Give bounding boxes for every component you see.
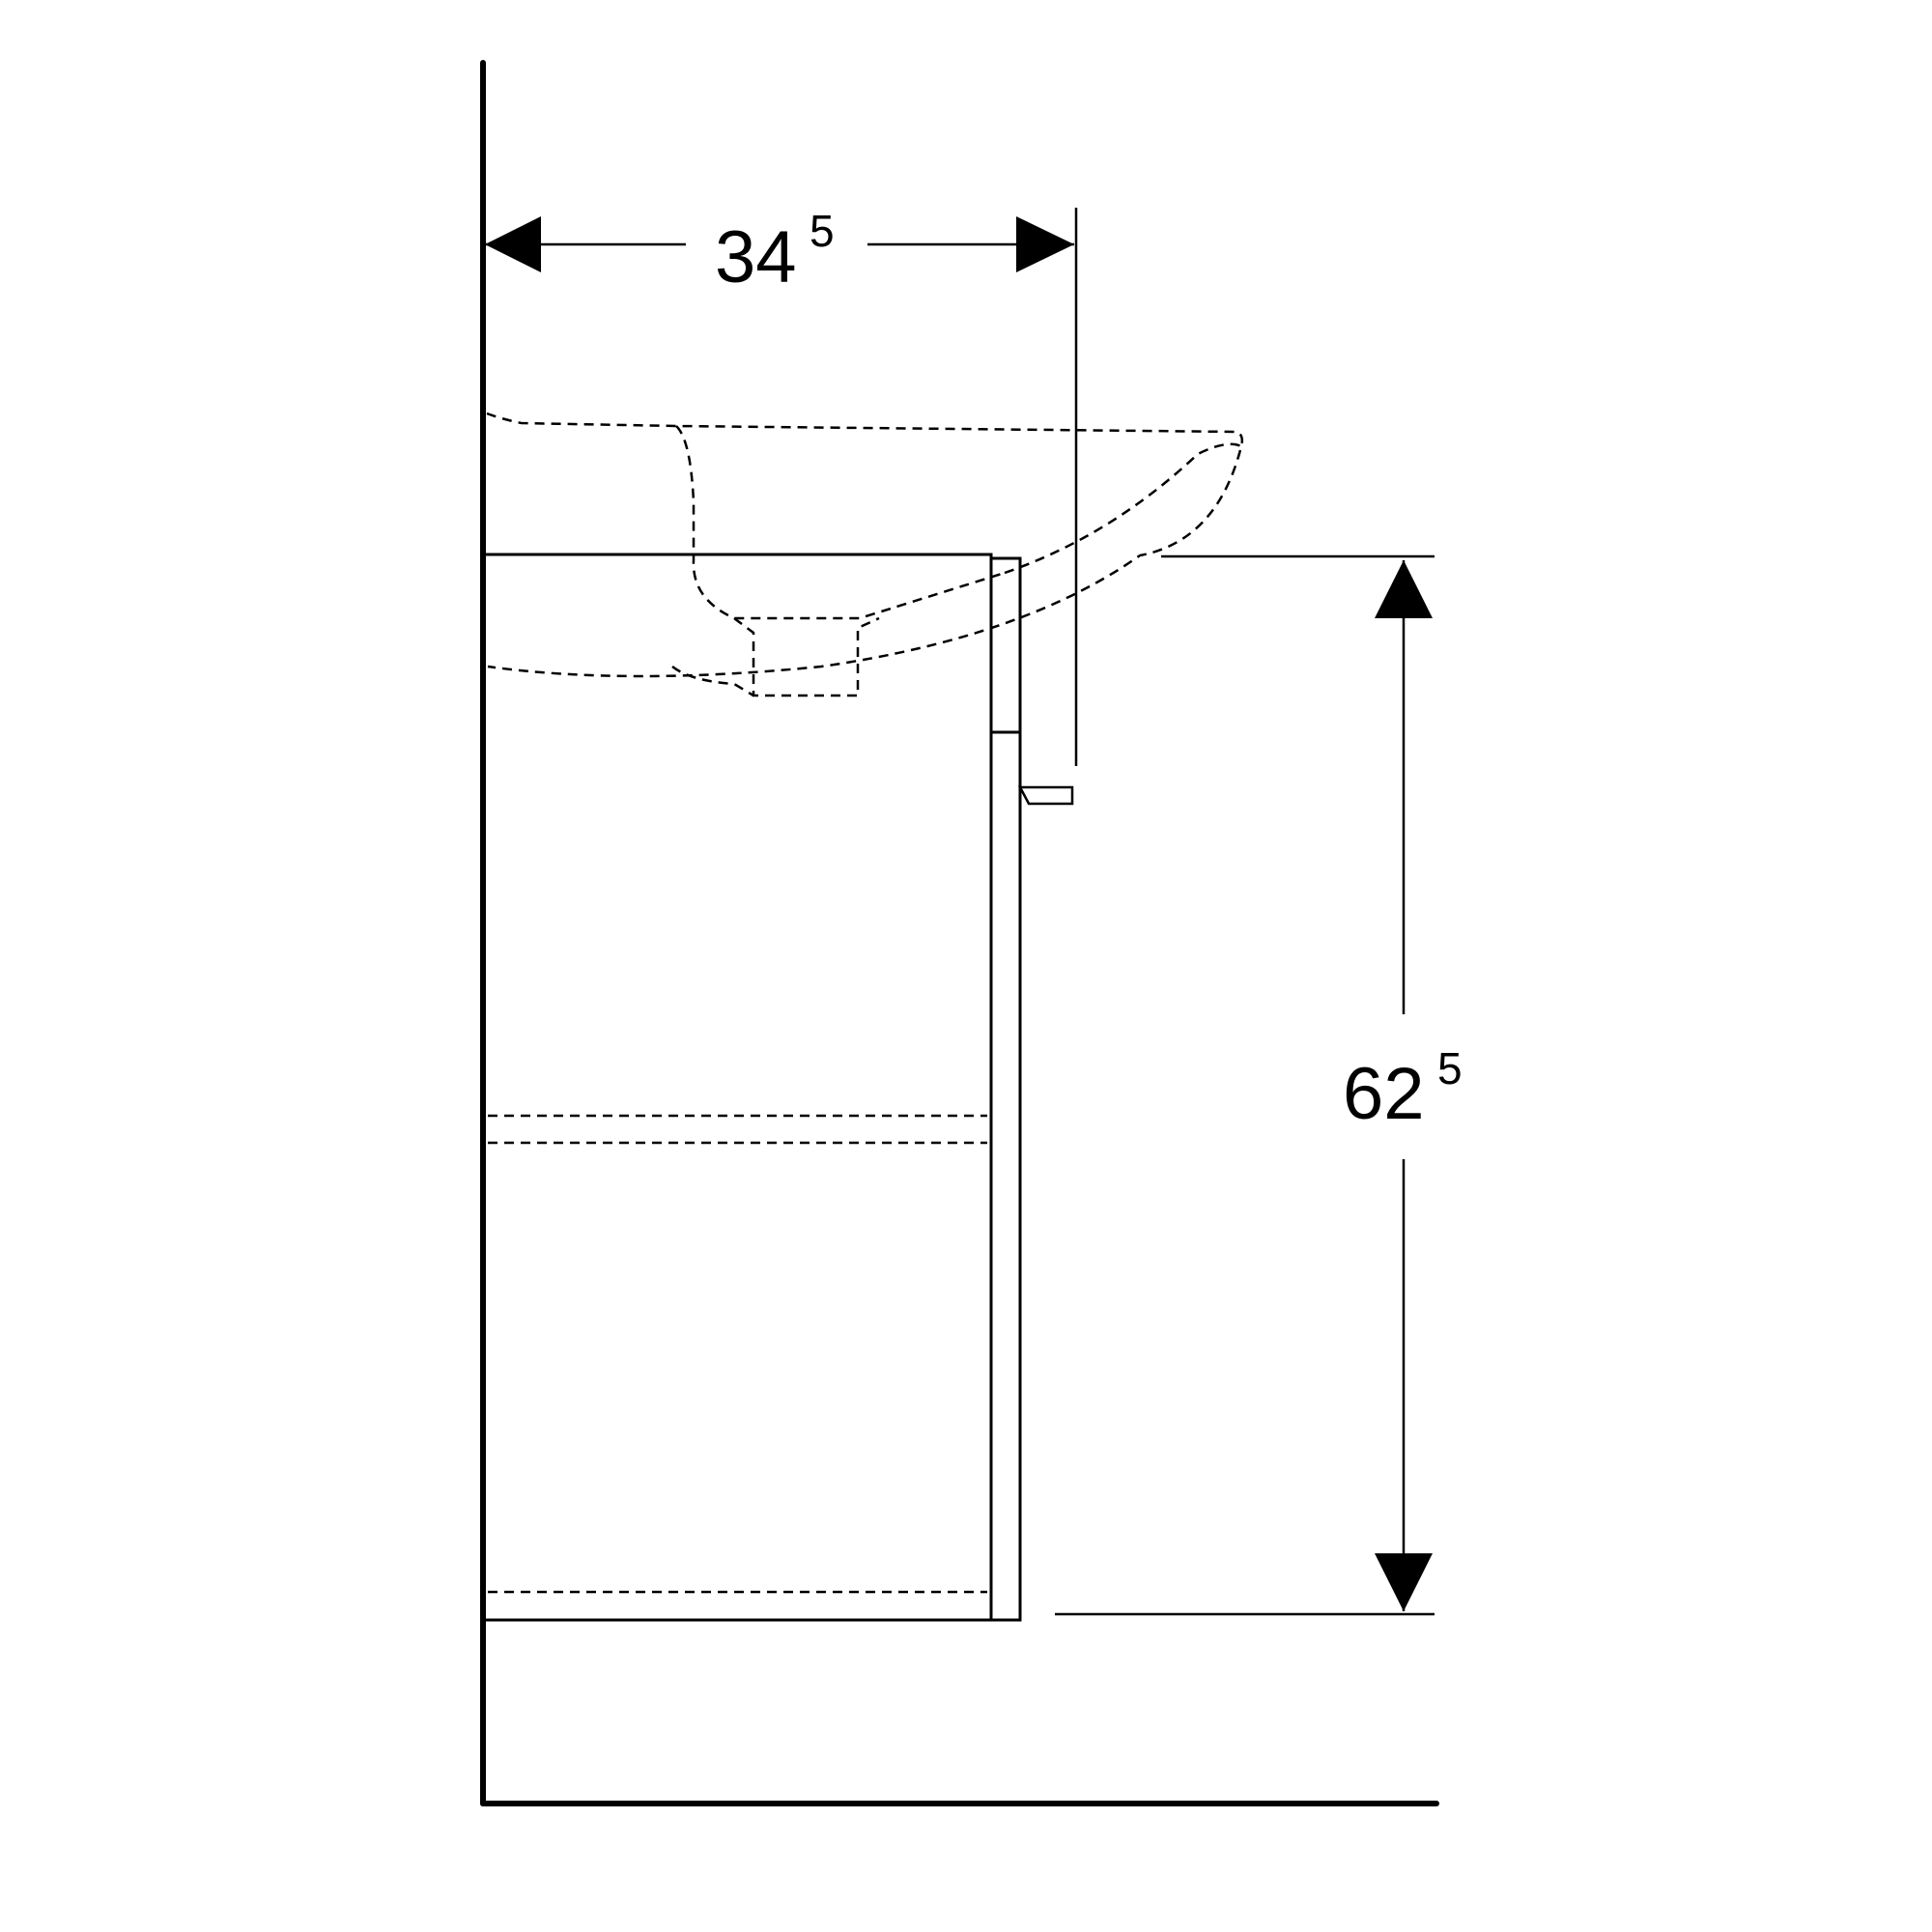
height-dimension-superscript: 5 — [1437, 1043, 1463, 1094]
drain-siphon-lower — [671, 666, 754, 697]
height-arrow-top — [1375, 560, 1433, 618]
height-arrow-bottom — [1375, 1553, 1433, 1611]
handle — [1017, 785, 1074, 806]
drain-siphon — [733, 616, 880, 697]
cabinet-body — [483, 553, 993, 1622]
washbasin-outline — [486, 412, 1244, 678]
washbasin-bowl-outline — [675, 425, 1006, 620]
depth-dimension-value: 34 — [715, 216, 797, 298]
washbasin-inner-rim — [1004, 442, 1242, 575]
depth-arrow-right — [1016, 216, 1074, 272]
depth-dimension-superscript: 5 — [810, 206, 835, 256]
depth-arrow-left — [485, 216, 541, 272]
height-dimension-value: 62 — [1343, 1053, 1425, 1135]
cabinet-front-panel — [989, 556, 1022, 1622]
